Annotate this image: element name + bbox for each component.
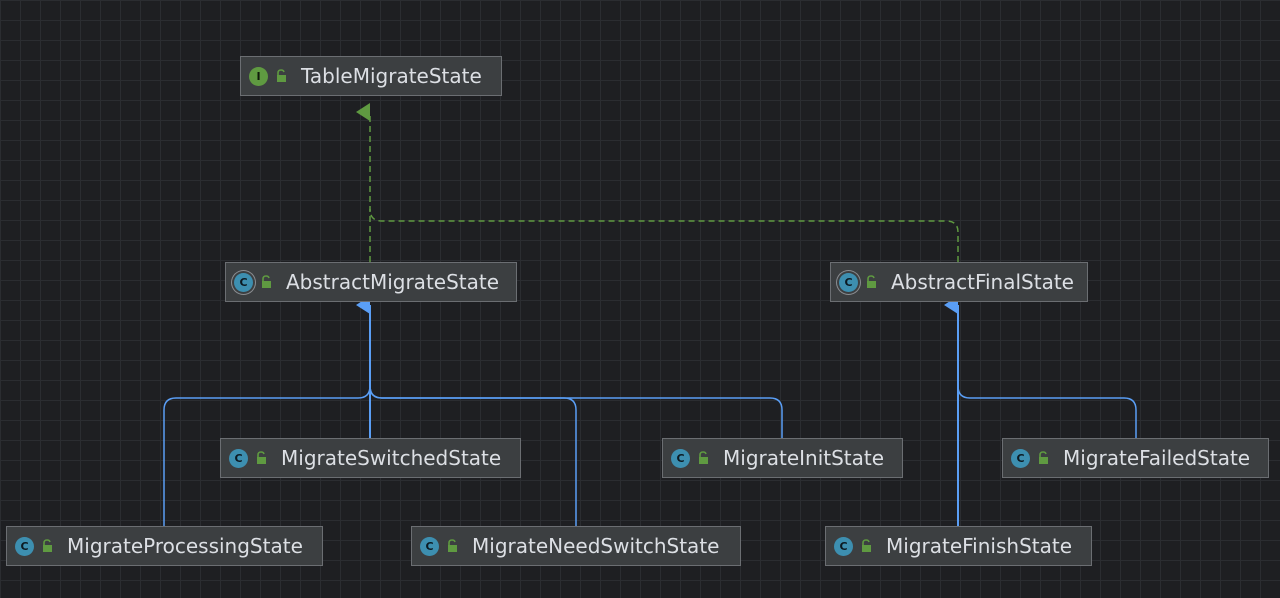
node-migrate-processing-state[interactable]: C MigrateProcessingState — [6, 526, 323, 566]
node-abstract-migrate-state[interactable]: C AbstractMigrateState — [225, 262, 517, 302]
node-label: MigrateNeedSwitchState — [472, 534, 720, 558]
unlocked-padlock-icon — [1039, 451, 1048, 464]
edge-migrate-failed-extends — [957, 385, 1137, 438]
unlocked-padlock-icon — [867, 275, 876, 288]
node-migrate-need-switch-state[interactable]: C MigrateNeedSwitchState — [411, 526, 741, 566]
node-label: MigrateProcessingState — [67, 534, 303, 558]
node-label: MigrateInitState — [723, 446, 885, 470]
abstract-class-icon: C — [234, 272, 253, 292]
unlocked-padlock-icon — [699, 451, 708, 464]
node-label: AbstractMigrateState — [286, 270, 500, 294]
abstract-class-icon: C — [839, 272, 858, 292]
class-icon: C — [671, 448, 690, 468]
unlocked-padlock-icon — [43, 539, 52, 552]
node-label: MigrateFinishState — [886, 534, 1073, 558]
edge-migrate-init-extends — [369, 385, 783, 438]
node-label: AbstractFinalState — [891, 270, 1074, 294]
class-icon: C — [1011, 448, 1030, 468]
node-migrate-switched-state[interactable]: C MigrateSwitchedState — [220, 438, 521, 478]
unlocked-padlock-icon — [257, 451, 266, 464]
unlocked-padlock-icon — [262, 275, 271, 288]
class-icon: C — [834, 536, 853, 556]
class-icon: C — [229, 448, 248, 468]
interface-icon: I — [249, 66, 268, 86]
class-icon: C — [420, 536, 439, 556]
edge-abstract-final-implements — [369, 208, 959, 262]
node-migrate-init-state[interactable]: C MigrateInitState — [662, 438, 903, 478]
node-migrate-failed-state[interactable]: C MigrateFailedState — [1002, 438, 1269, 478]
node-abstract-final-state[interactable]: C AbstractFinalState — [830, 262, 1088, 302]
node-table-migrate-state[interactable]: I TableMigrateState — [240, 56, 502, 96]
node-label: TableMigrateState — [301, 64, 482, 88]
unlocked-padlock-icon — [277, 69, 286, 82]
node-label: MigrateFailedState — [1063, 446, 1251, 470]
class-icon: C — [15, 536, 34, 556]
unlocked-padlock-icon — [862, 539, 871, 552]
node-label: MigrateSwitchedState — [281, 446, 502, 470]
node-migrate-finish-state[interactable]: C MigrateFinishState — [825, 526, 1092, 566]
edge-migrate-processing-extends — [163, 385, 371, 526]
unlocked-padlock-icon — [448, 539, 457, 552]
